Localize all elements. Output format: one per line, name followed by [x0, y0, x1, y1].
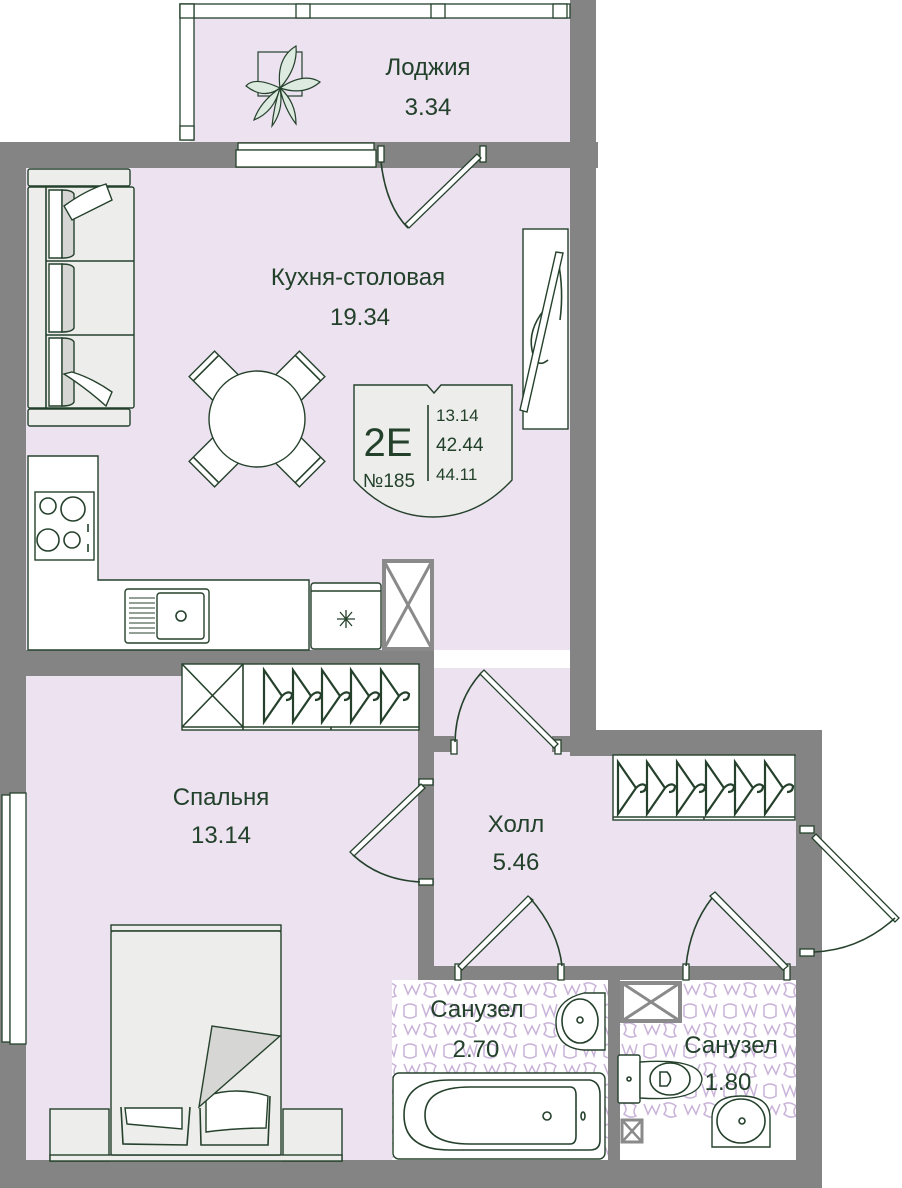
plant-icon [245, 44, 322, 129]
bedroom-window [1, 792, 27, 1045]
dining-table-icon [188, 350, 326, 488]
wardrobe-icon [181, 663, 420, 731]
room-name: Спальня [173, 784, 269, 811]
room-area: 2.70 [453, 1036, 500, 1063]
hanger-icon [645, 758, 677, 818]
apartment-badge[interactable]: 2Е №185 13.14 42.44 44.11 [353, 384, 513, 518]
partition [434, 736, 454, 752]
hall-wardrobe-icon [612, 754, 796, 821]
hanger-icon [763, 758, 795, 818]
living-area: 13.14 [436, 406, 479, 425]
hall-floor [434, 668, 570, 966]
room-area: 13.14 [191, 822, 251, 849]
hangers [616, 758, 795, 818]
partition [418, 650, 434, 736]
room-label-bathroom-2: Санузел 1.80 [684, 1032, 778, 1096]
room-label-bedroom: Спальня 13.14 [173, 784, 269, 849]
washbasin-icon [711, 1095, 771, 1148]
room-name: Санузел [430, 996, 524, 1023]
room-area: 5.46 [493, 849, 540, 876]
total-area-with-loggia: 44.11 [436, 465, 477, 484]
room-area: 1.80 [705, 1069, 752, 1096]
loggia-glazing [179, 3, 571, 141]
room-name: Санузел [684, 1032, 778, 1059]
total-area: 42.44 [436, 435, 484, 456]
loggia-floor [190, 12, 570, 142]
room-label-hall: Холл 5.46 [488, 811, 545, 876]
room-name: Холл [488, 811, 545, 838]
bed-icon [49, 924, 343, 1162]
tv-icon [519, 228, 569, 430]
washbasin-icon [555, 992, 606, 1051]
kitchen-sink-icon [124, 588, 210, 644]
room-name: Лоджия [385, 54, 470, 81]
kitchen-counter [27, 455, 310, 651]
bathroom-1-door[interactable] [454, 895, 565, 981]
hanger-icon [379, 666, 411, 726]
room-area: 19.34 [330, 304, 390, 331]
bathroom-2-door[interactable] [682, 891, 791, 981]
cooktop-icon [34, 491, 95, 561]
hangers [262, 666, 411, 726]
room-label-kitchen: Кухня-столовая 19.34 [271, 264, 445, 331]
room-area: 3.34 [405, 94, 452, 121]
kitchen-window [235, 142, 377, 168]
fridge-icon [310, 582, 382, 650]
ventilation-shaft [382, 559, 434, 651]
hanger-icon [733, 758, 765, 818]
bathtub-icon [392, 1072, 606, 1160]
sofa-icon [27, 168, 135, 427]
hanger-icon [349, 666, 381, 726]
apartment-number: №185 [363, 471, 415, 492]
room-name: Кухня-столовая [271, 264, 445, 291]
toilet-icon [617, 1054, 703, 1104]
ventilation-shaft [620, 981, 682, 1144]
bedroom-door[interactable] [349, 778, 434, 886]
apartment-type: 2Е [364, 421, 413, 465]
kitchen-hall-door[interactable] [450, 669, 562, 755]
room-label-bathroom-1: Санузел 2.70 [430, 996, 524, 1063]
room-label-loggia: Лоджия 3.34 [385, 54, 470, 121]
entrance-door[interactable] [799, 825, 900, 957]
loggia-door[interactable] [377, 145, 487, 229]
